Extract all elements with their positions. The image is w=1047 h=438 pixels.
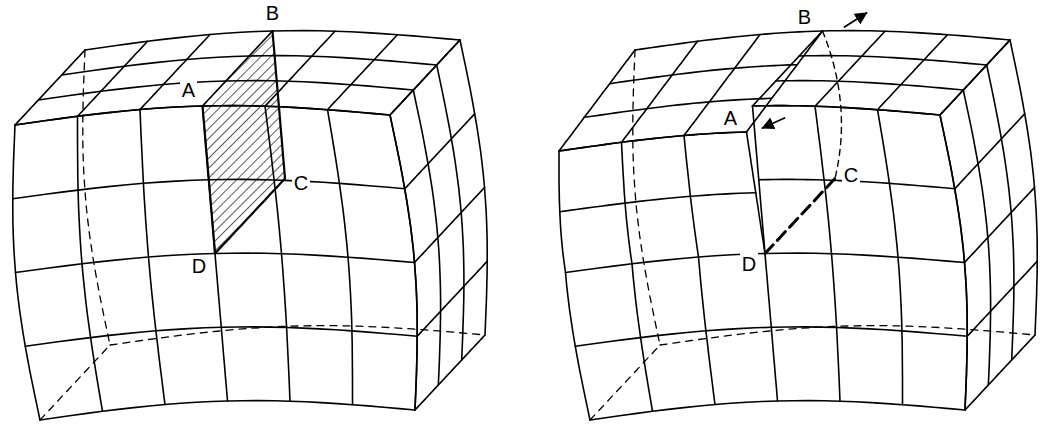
- lattice-line: [413, 90, 440, 385]
- lattice-line: [963, 90, 990, 385]
- lattice-line: [328, 110, 353, 405]
- lattice-line: [15, 50, 85, 125]
- lattice-line: [584, 98, 772, 117]
- point-label: C: [292, 172, 310, 194]
- step-trace: [823, 31, 842, 179]
- lattice-line: [684, 136, 715, 405]
- lattice-line: [78, 41, 148, 116]
- lattice-line: [965, 335, 1035, 410]
- slip-plane-edge: [273, 31, 286, 179]
- lattice-line: [823, 31, 1011, 40]
- lattice-line: [415, 335, 485, 410]
- lattice-line: [78, 116, 103, 411]
- lattice-line: [799, 56, 987, 65]
- point-label: D: [740, 253, 758, 275]
- lattice-line: [590, 401, 965, 420]
- lattice-line: [390, 115, 417, 410]
- lattice-line: [559, 132, 747, 151]
- lattice-line: [460, 40, 487, 335]
- lattice-line: [140, 35, 210, 110]
- lattice-line: [390, 40, 460, 115]
- lattice-line: [684, 35, 760, 136]
- hidden-edge: [40, 345, 110, 420]
- lattice-line: [965, 188, 1035, 263]
- lattice-line: [878, 110, 903, 405]
- lattice-line: [559, 132, 747, 151]
- lattice-line: [265, 106, 290, 401]
- lattice-line: [753, 31, 823, 106]
- lattice-line: [405, 114, 475, 189]
- hidden-edge: [633, 50, 660, 345]
- lattice-line: [635, 31, 823, 50]
- lattice-line: [815, 31, 885, 106]
- lattice-line: [203, 31, 273, 106]
- dislocation-line: [765, 179, 835, 254]
- slip-plane-hatch: [203, 31, 286, 254]
- lattice-line: [437, 65, 464, 360]
- lattice-line: [1010, 40, 1037, 335]
- lattice-line: [40, 401, 415, 420]
- lattice-line: [622, 41, 698, 142]
- lattice-line: [940, 40, 1010, 115]
- lattice-line: [622, 142, 653, 411]
- point-label: D: [190, 255, 208, 277]
- displacement-arrow: [763, 118, 785, 128]
- lattice-line: [747, 31, 823, 132]
- lattice-line: [610, 65, 798, 84]
- lattice-line: [328, 35, 398, 110]
- displacement-arrow: [845, 13, 867, 27]
- lattice-line: [13, 125, 40, 420]
- lattice-line: [560, 193, 756, 212]
- hidden-edge: [83, 50, 110, 345]
- lattice-line: [753, 106, 941, 115]
- lattice-line: [940, 115, 967, 410]
- lattice-line: [415, 188, 485, 263]
- point-label: A: [722, 107, 739, 129]
- hidden-edge: [590, 345, 660, 420]
- lattice-line: [559, 50, 635, 151]
- slip-plane-edge: [203, 106, 216, 254]
- lattice-line: [417, 261, 487, 336]
- lattice-line: [940, 40, 1010, 115]
- point-label: B: [264, 2, 281, 24]
- lattice-line: [815, 106, 840, 401]
- lattice-line: [203, 106, 228, 401]
- lattice-line: [390, 115, 417, 410]
- lattice-line: [747, 132, 766, 254]
- point-label: C: [842, 164, 860, 186]
- lattice-line: [955, 114, 1025, 189]
- point-label: A: [180, 79, 197, 101]
- lattice-line: [559, 151, 590, 420]
- lattice-line: [390, 40, 460, 115]
- lattice-line: [987, 65, 1014, 360]
- point-label: B: [796, 6, 813, 28]
- lattice-line: [967, 261, 1037, 336]
- lattice-line: [776, 81, 964, 90]
- lattice-line: [140, 110, 165, 405]
- lattice-line: [878, 35, 948, 110]
- lattice-line: [940, 115, 967, 410]
- lattice-line: [753, 106, 941, 115]
- slip-plane-edge: [215, 179, 285, 254]
